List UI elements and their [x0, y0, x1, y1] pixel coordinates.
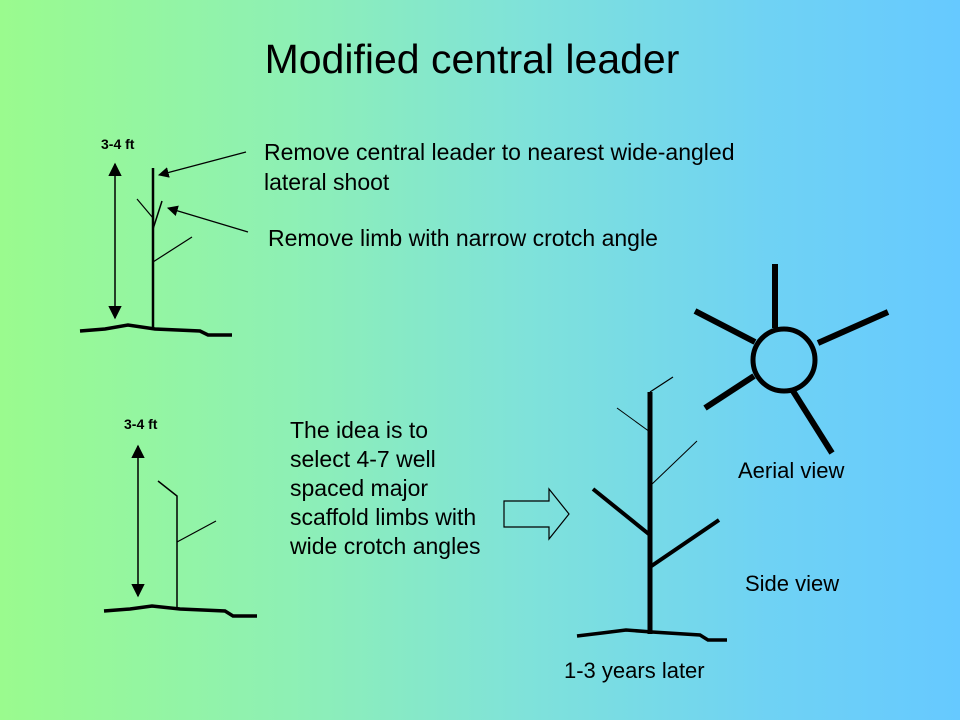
thin-limb-right-mature	[649, 440, 698, 487]
note-remove-narrow-limb: Remove limb with narrow crotch angle	[268, 225, 658, 251]
idea-line-2: select 4-7 well	[290, 446, 436, 472]
young-tree-top	[79, 151, 249, 337]
leader-top-mature	[649, 376, 674, 393]
pointer-arrow-limb	[166, 205, 249, 233]
wide-limb-top	[152, 236, 193, 263]
note-remove-central-leader-line-2: lateral shoot	[264, 169, 390, 195]
ground-line-mature	[576, 628, 727, 642]
young-tree-bottom	[103, 444, 257, 618]
aerial-limb-southwest	[703, 373, 756, 411]
trunk-bottom	[157, 480, 178, 608]
height-label-top: 3-4 ft	[101, 136, 135, 152]
aerial-trunk-circle	[750, 326, 818, 394]
ground-line-bottom	[103, 604, 257, 618]
narrow-limb-tip-top	[136, 198, 154, 219]
narrow-limb-top	[152, 200, 163, 230]
block-arrow	[503, 487, 570, 541]
pointer-arrow-leader	[157, 151, 247, 178]
aerial-limb-northwest	[693, 308, 757, 345]
limb-left-mature	[591, 487, 652, 537]
idea-line-4: scaffold limbs with	[290, 504, 477, 530]
thin-limb-left-mature	[616, 407, 651, 433]
idea-line-3: spaced major	[290, 475, 429, 501]
height-label-bottom: 3-4 ft	[124, 416, 158, 432]
side-view-label: Side view	[745, 571, 840, 596]
ground-line-top	[79, 323, 232, 337]
aerial-view-label: Aerial view	[738, 458, 845, 483]
page-title: Modified central leader	[264, 36, 680, 82]
limb-bottom	[176, 520, 217, 543]
mature-tree-side	[576, 376, 727, 642]
idea-line-5: wide crotch angles	[290, 533, 481, 559]
later-label: 1-3 years later	[564, 658, 705, 683]
note-remove-central-leader-line-1: Remove central leader to nearest wide-an…	[264, 139, 735, 165]
aerial-limb-south	[790, 389, 835, 455]
idea-line-1: The idea is to	[290, 417, 429, 443]
limb-right-mature	[648, 518, 721, 569]
aerial-view-diagram	[693, 264, 890, 455]
aerial-limb-east	[816, 309, 890, 346]
